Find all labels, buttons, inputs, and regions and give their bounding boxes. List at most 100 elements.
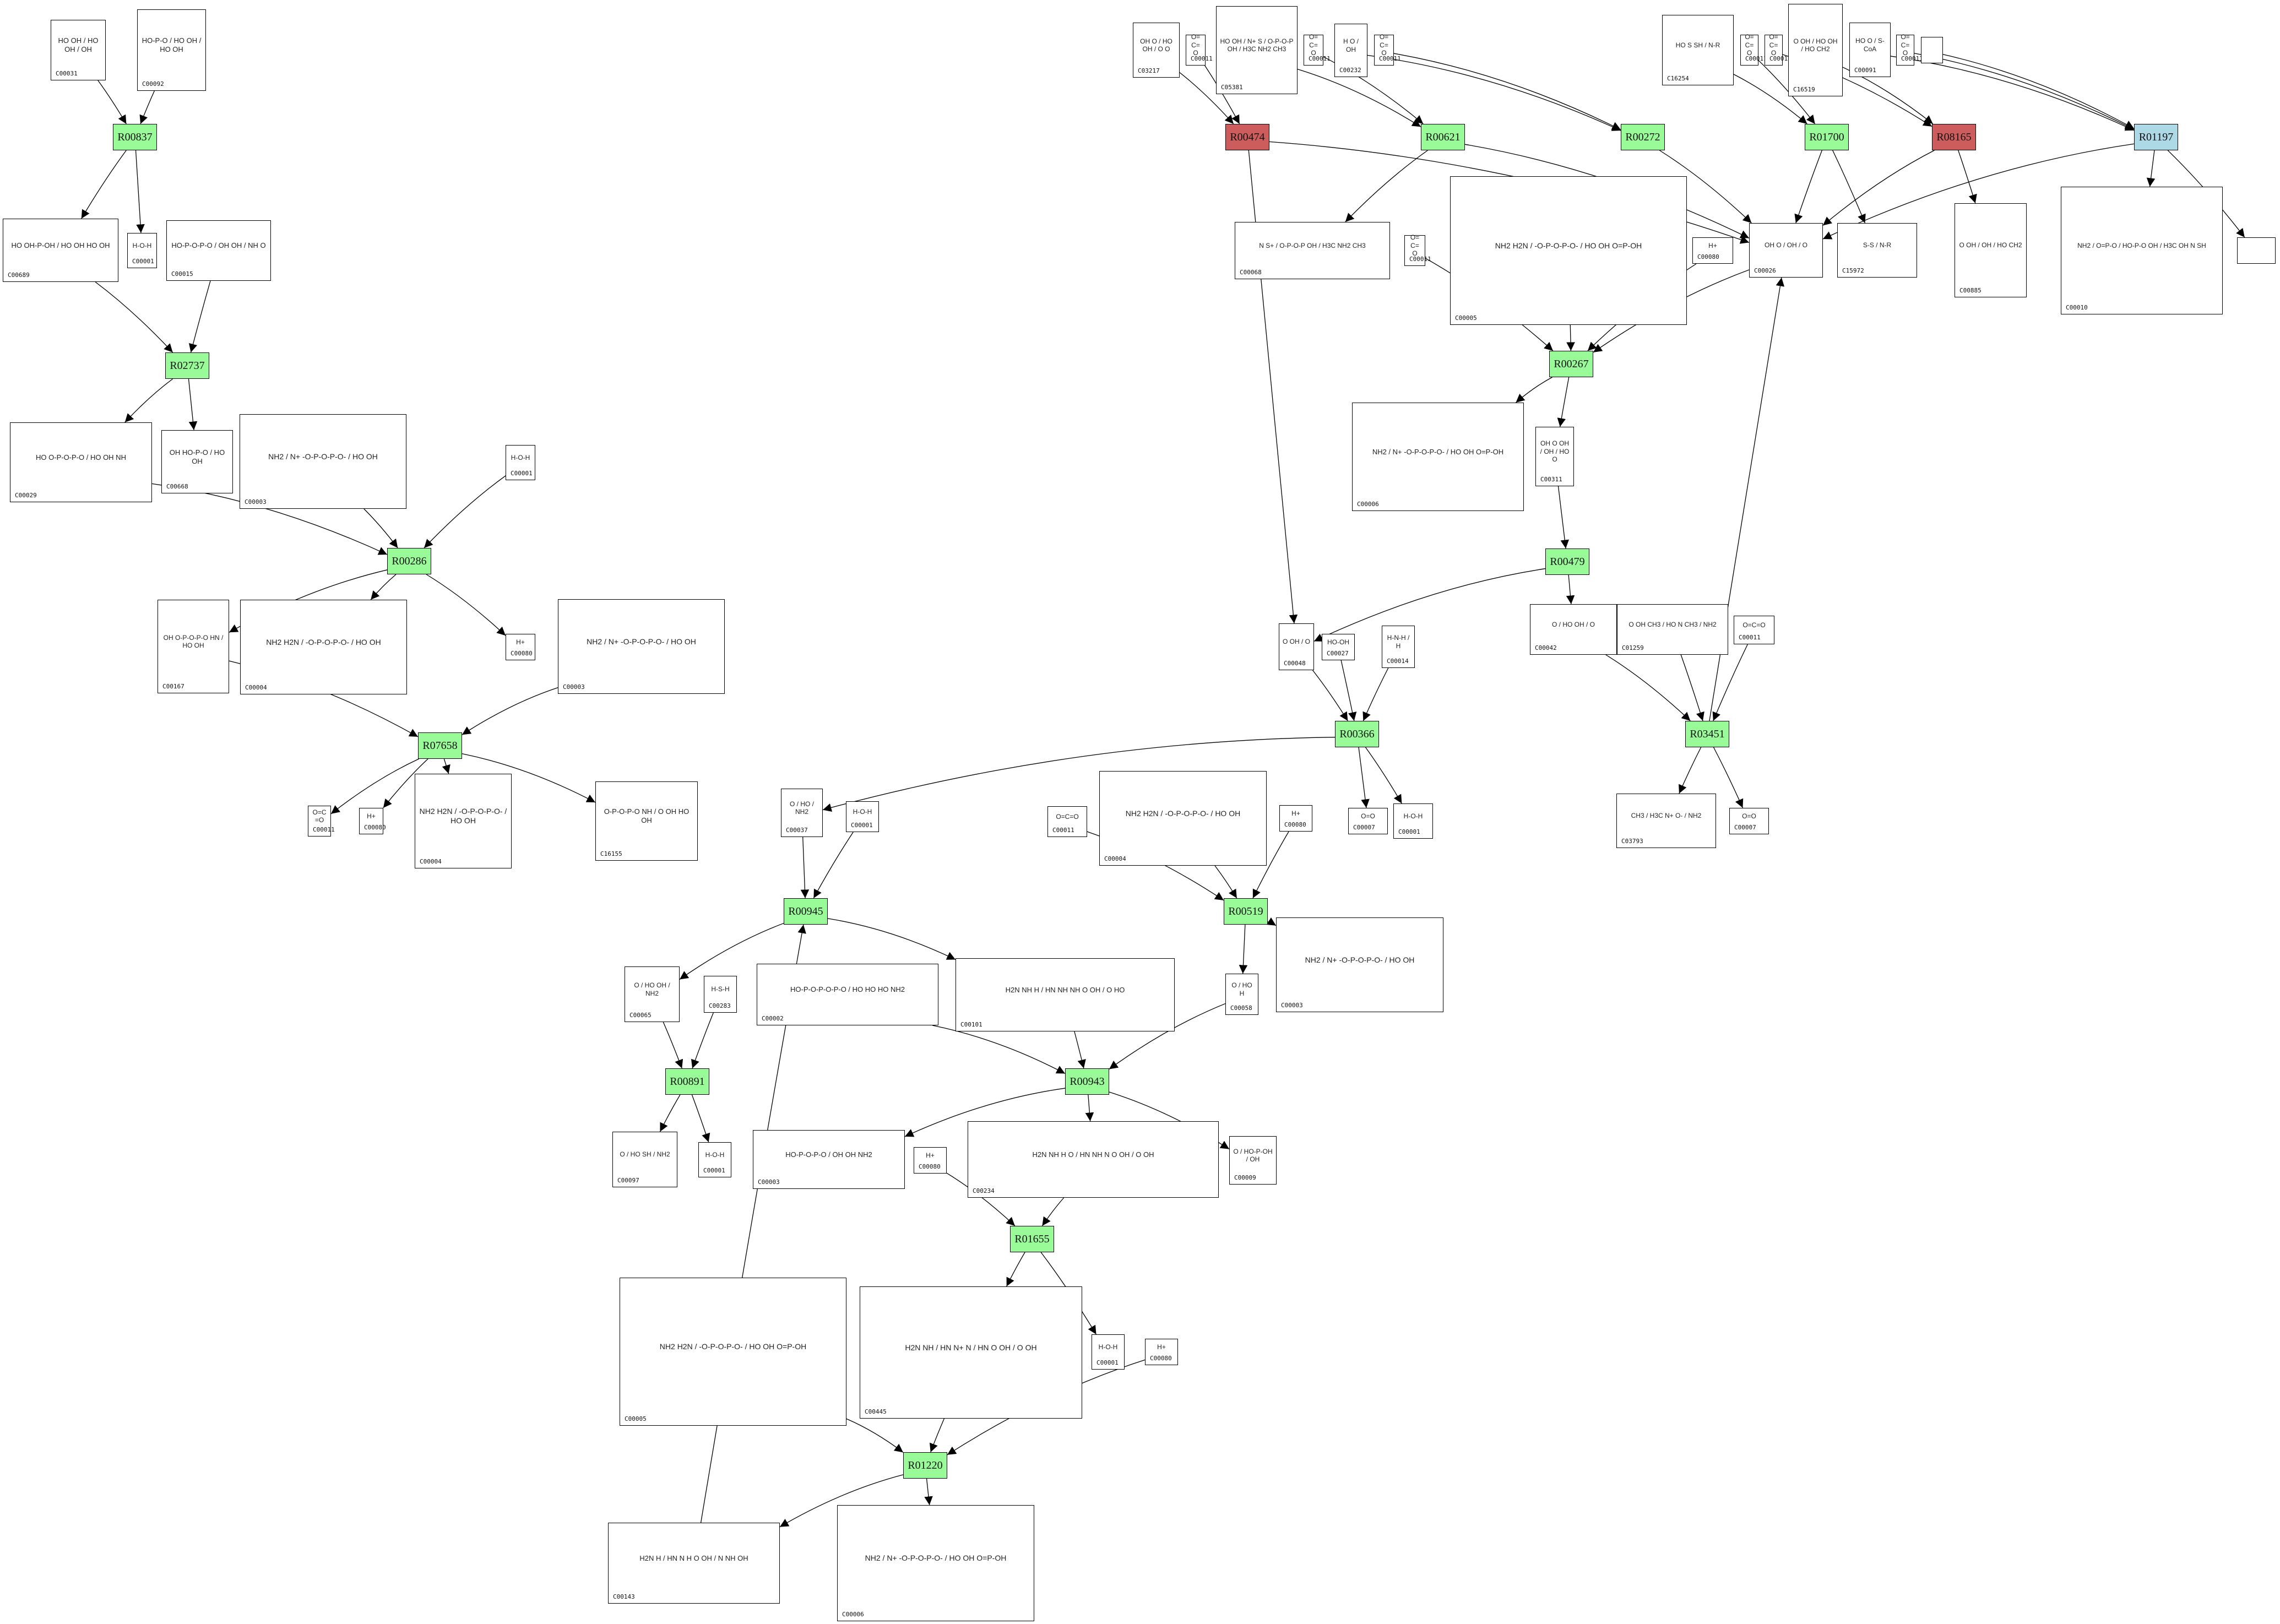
reaction-node-r00519[interactable]: R00519 (1224, 898, 1268, 925)
compound-node-c00080_c[interactable]: H+C00080 (1692, 237, 1733, 264)
reaction-node-r00479[interactable]: R00479 (1545, 548, 1589, 575)
compound-node-c00080_a[interactable]: H+C00080 (506, 634, 535, 660)
reaction-node-r00267[interactable]: R00267 (1549, 351, 1593, 377)
reaction-node-r00272[interactable]: R00272 (1621, 124, 1665, 150)
compound-node-blank_out[interactable] (2237, 237, 2276, 264)
compound-node-c00080_e[interactable]: H+C00080 (914, 1147, 947, 1174)
compound-id-label: C00004 (245, 684, 267, 691)
compound-node-c00080_f[interactable]: H+C00080 (1145, 1339, 1178, 1365)
reaction-node-r01220[interactable]: R01220 (903, 1452, 947, 1479)
compound-node-c00080_d[interactable]: H+C00080 (1279, 805, 1312, 832)
reaction-node-r08165[interactable]: R08165 (1932, 124, 1976, 150)
reaction-node-r00837[interactable]: R00837 (113, 124, 157, 150)
reaction-node-r00286[interactable]: R00286 (387, 548, 431, 574)
compound-node-c00080_b[interactable]: H+C00080 (359, 808, 386, 834)
compound-id-label: C00005 (625, 1415, 647, 1422)
reaction-node-r00945[interactable]: R00945 (784, 898, 828, 925)
reaction-node-r03451[interactable]: R03451 (1685, 721, 1729, 747)
reaction-node-r07658[interactable]: R07658 (418, 732, 462, 759)
reaction-node-r01700[interactable]: R01700 (1805, 124, 1849, 150)
compound-node-blank_in[interactable] (1921, 37, 1943, 63)
reaction-node-r00891[interactable]: R00891 (665, 1068, 709, 1095)
reaction-node-r02737[interactable]: R02737 (165, 352, 209, 379)
compound-structure: NH2 / N+ -O-P-O-P-O- / HO OH (1305, 955, 1415, 964)
compound-id-label: C00283 (709, 1002, 731, 1009)
reaction-node-r01197[interactable]: R01197 (2134, 124, 2178, 150)
reaction-node-r00366[interactable]: R00366 (1335, 721, 1379, 747)
reaction-node-r00943[interactable]: R00943 (1065, 1068, 1109, 1095)
compound-id-label: C00037 (786, 827, 808, 834)
reaction-node-r00474[interactable]: R00474 (1225, 124, 1269, 150)
reaction-node-r00621[interactable]: R00621 (1421, 124, 1465, 150)
reaction-node-r01655[interactable]: R01655 (1010, 1226, 1054, 1252)
compound-structure: H+ (516, 638, 525, 646)
